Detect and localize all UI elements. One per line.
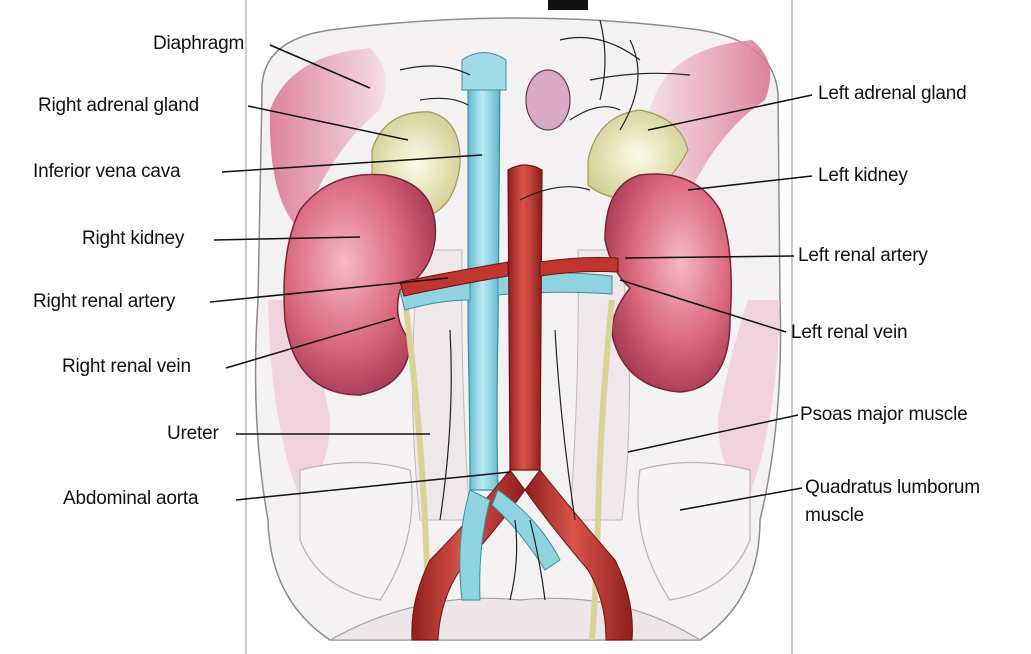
- label-diaphragm: Diaphragm: [153, 33, 244, 55]
- label-right-renal-artery: Right renal artery: [33, 291, 175, 313]
- label-right-renal-vein: Right renal vein: [62, 356, 191, 378]
- label-left-adrenal-gland: Left adrenal gland: [818, 83, 967, 105]
- label-right-adrenal-gland: Right adrenal gland: [38, 95, 199, 117]
- label-psoas-major-muscle: Psoas major muscle: [800, 404, 967, 426]
- label-left-kidney: Left kidney: [818, 165, 908, 187]
- label-left-renal-artery: Left renal artery: [798, 245, 928, 267]
- vena-cava-top: [462, 53, 506, 91]
- esophagus: [526, 70, 570, 130]
- label-right-kidney: Right kidney: [82, 228, 184, 250]
- top-mark: [548, 0, 588, 10]
- label-left-renal-vein: Left renal vein: [791, 322, 907, 344]
- abdominal-aorta: [508, 165, 542, 470]
- label-quadratus-muscle: muscle: [805, 505, 864, 527]
- label-inferior-vena-cava: Inferior vena cava: [33, 161, 180, 183]
- label-abdominal-aorta: Abdominal aorta: [63, 488, 198, 510]
- label-ureter: Ureter: [167, 423, 219, 445]
- label-quadratus-lumborum: Quadratus lumborum: [805, 477, 980, 499]
